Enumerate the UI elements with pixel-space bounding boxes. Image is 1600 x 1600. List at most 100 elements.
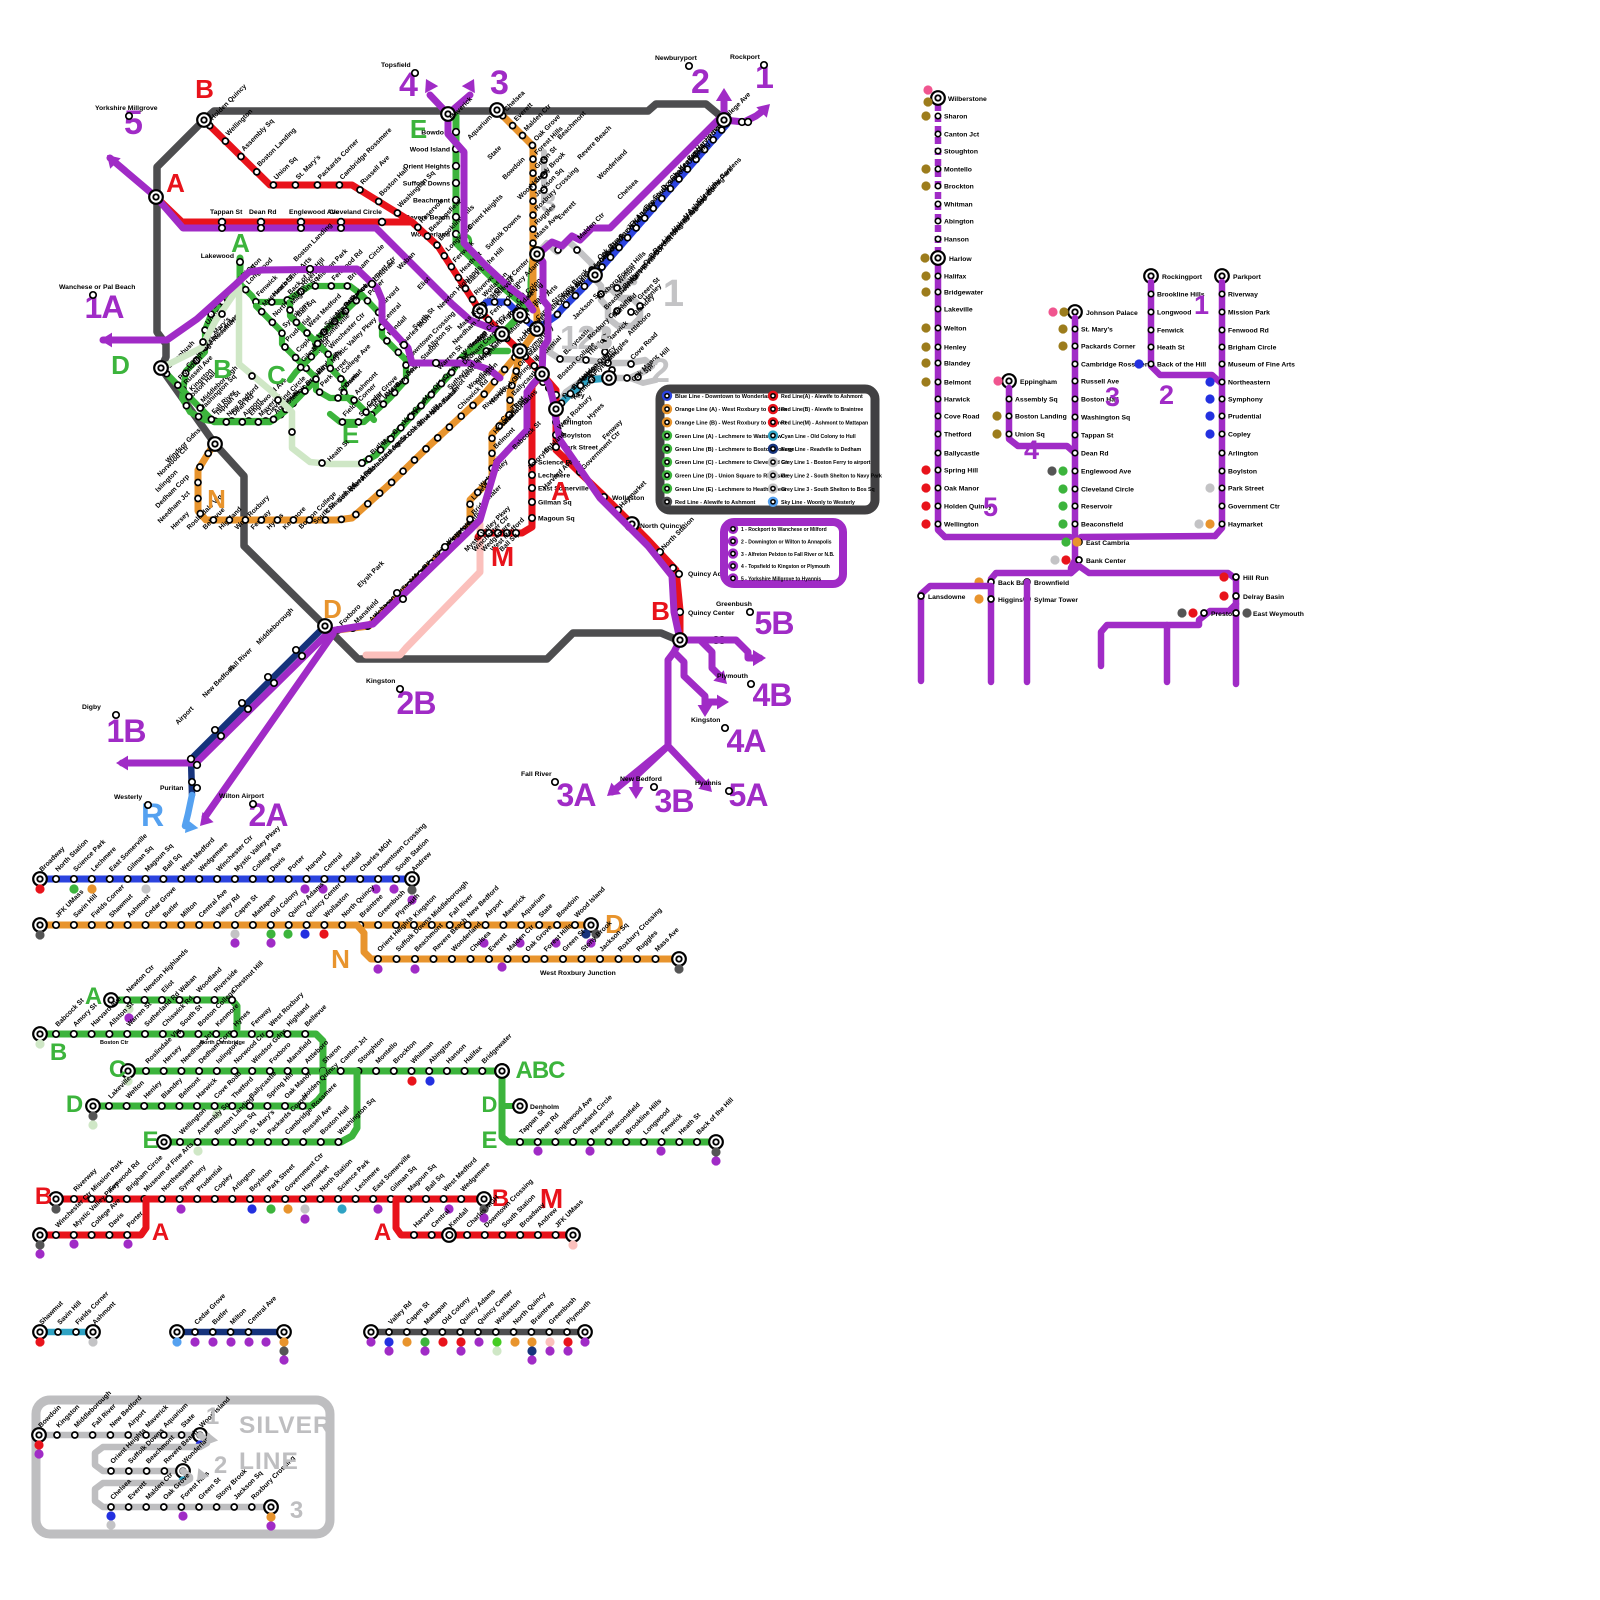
svg-text:N: N [331,944,349,974]
svg-text:Spring Hill: Spring Hill [944,468,978,475]
svg-text:Abington: Abington [944,219,974,226]
svg-text:2: 2 [651,352,669,390]
svg-text:Wellington: Wellington [944,522,979,529]
svg-text:2 - Downington or Wilton to An: 2 - Downington or Wilton to Annapolis [741,539,832,545]
svg-text:Englewood Ave: Englewood Ave [1081,469,1131,476]
svg-text:Beaconsfield: Beaconsfield [1081,522,1123,529]
svg-text:Government Ctr: Government Ctr [1228,504,1280,511]
svg-text:Red Line(B) - Alewife to Brain: Red Line(B) - Alewife to Braintree [781,407,863,413]
svg-text:D: D [605,909,623,939]
svg-text:Davis: Davis [269,855,287,873]
svg-text:LINE: LINE [239,1448,299,1475]
svg-text:Back of the Hill: Back of the Hill [1157,362,1206,369]
svg-text:Fall River: Fall River [521,771,552,778]
svg-text:M: M [491,541,513,572]
svg-text:Northeastern: Northeastern [1228,380,1270,387]
svg-text:N: N [207,484,225,514]
svg-text:Belmont: Belmont [944,380,972,387]
svg-text:Orange Line (A) - West Roxbury: Orange Line (A) - West Roxbury to Malden [675,407,788,413]
svg-text:Green Line (B) - Lechmere to B: Green Line (B) - Lechmere to Boston Coll… [675,447,794,453]
svg-text:Heath St: Heath St [1157,345,1185,352]
svg-text:Packards Corner: Packards Corner [317,138,361,182]
svg-text:B: B [50,1039,67,1066]
svg-text:Grey Line 3 - South Shelton to: Grey Line 3 - South Shelton to Bos Sq [781,487,875,493]
svg-text:Green Line (A) - Lechmere to W: Green Line (A) - Lechmere to Wattsbrow [675,434,782,440]
svg-text:Aquarium: Aquarium [466,114,493,141]
svg-text:Brownfield: Brownfield [1034,580,1069,587]
svg-text:E: E [142,1127,158,1154]
svg-text:Assembly Sq: Assembly Sq [240,118,275,153]
svg-text:Everett: Everett [556,200,578,222]
svg-text:Red Line - Alewife to Ashmont: Red Line - Alewife to Ashmont [675,500,756,506]
svg-text:Mission Park: Mission Park [1228,310,1270,317]
svg-text:Parkport: Parkport [1233,274,1262,281]
svg-text:Arlington: Arlington [1228,451,1258,458]
svg-text:Copley: Copley [1228,432,1251,439]
svg-text:Harlow: Harlow [949,256,972,263]
svg-text:Assembly Sq: Assembly Sq [1015,397,1058,404]
svg-text:Gilman Sq: Gilman Sq [538,500,572,507]
svg-text:E: E [410,114,427,144]
svg-text:Back Bay: Back Bay [998,580,1029,587]
svg-text:Grey Line 2 - South Shelton to: Grey Line 2 - South Shelton to Navy Park [781,474,882,480]
svg-text:Stoughton: Stoughton [944,149,978,156]
svg-text:Blue Line - Downtown to Wonder: Blue Line - Downtown to Wonderland [675,394,775,400]
svg-text:Cleveland Circle: Cleveland Circle [1081,487,1134,494]
svg-text:Quincy Center: Quincy Center [688,610,735,617]
svg-text:Cove Road: Cove Road [944,414,980,421]
svg-text:Porter: Porter [126,1210,145,1229]
svg-text:Magoun Sq: Magoun Sq [538,516,575,523]
svg-text:C: C [109,1056,126,1083]
svg-text:Porter: Porter [287,854,306,873]
svg-text:Wood Island: Wood Island [573,886,606,919]
svg-text:Dean Rd: Dean Rd [249,209,277,216]
svg-text:Tappan St: Tappan St [210,209,243,216]
svg-text:Quincy Adams: Quincy Adams [688,571,736,578]
svg-text:Bridgewater: Bridgewater [944,290,984,297]
svg-text:1: 1 [1194,290,1209,320]
svg-text:Johnson Palace: Johnson Palace [1086,310,1138,317]
svg-text:A: A [85,983,102,1010]
svg-text:Yorkshire Millgrove: Yorkshire Millgrove [95,105,158,112]
svg-text:4B: 4B [753,677,792,713]
svg-text:Wanchese or Pal Beach: Wanchese or Pal Beach [59,284,135,291]
svg-text:Union Sq: Union Sq [1015,432,1045,439]
svg-text:Halifax: Halifax [944,274,967,281]
svg-text:123: 123 [560,319,613,356]
svg-text:3: 3 [290,1497,303,1524]
svg-text:Fenwick: Fenwick [1157,328,1184,335]
svg-text:Suffolk Downs: Suffolk Downs [484,213,522,251]
svg-text:New Bedford: New Bedford [201,665,236,700]
svg-text:Prudential: Prudential [1228,414,1261,421]
svg-text:Boylston: Boylston [562,433,591,440]
svg-text:D: D [66,1091,83,1118]
svg-text:Brockton: Brockton [944,184,974,191]
svg-text:Newburyport: Newburyport [655,55,698,62]
svg-text:Kingston: Kingston [691,717,720,724]
svg-text:A: A [551,476,570,506]
svg-text:Englewood Ave: Englewood Ave [289,209,339,216]
svg-text:Davis: Davis [108,1211,126,1229]
svg-text:Westerly: Westerly [114,794,142,801]
svg-text:Arlington: Arlington [562,420,592,427]
svg-text:Orient Heights: Orient Heights [403,164,450,171]
svg-text:Milton: Milton [180,900,199,919]
svg-text:Green Line (C) - Lechmere to C: Green Line (C) - Lechmere to Cleveland C… [675,460,790,466]
svg-text:Milton: Milton [229,1307,248,1326]
svg-text:Eppingham: Eppingham [1020,379,1057,386]
svg-text:2: 2 [214,1452,227,1479]
svg-text:D: D [111,350,129,380]
svg-text:Longwood: Longwood [1157,310,1191,317]
svg-text:3A: 3A [557,777,597,813]
svg-text:A: A [152,1219,169,1246]
svg-text:Wonderland: Wonderland [596,149,629,182]
svg-text:Fenwood Rd: Fenwood Rd [1228,328,1269,335]
svg-text:State: State [538,903,555,920]
svg-text:Airport: Airport [174,705,195,726]
svg-text:Montello: Montello [944,167,972,174]
svg-text:Science Park: Science Park [538,460,581,467]
svg-text:Riverway: Riverway [1228,292,1258,299]
svg-text:Welton: Welton [944,326,967,333]
svg-text:Waban: Waban [178,974,199,995]
svg-text:Museum of Fine Arts: Museum of Fine Arts [1228,362,1295,369]
